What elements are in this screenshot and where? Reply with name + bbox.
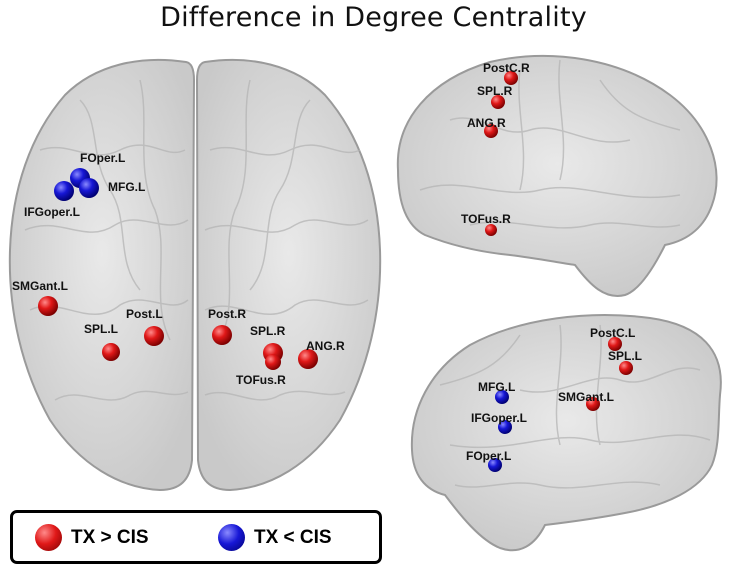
roi-label-foper-l: FOper.L <box>466 449 511 463</box>
red-node-icon <box>35 524 62 551</box>
roi-label-smgant-l: SMGant.L <box>558 390 614 404</box>
right-lateral-view <box>396 54 718 297</box>
roi-label-tofus-r: TOFus.R <box>461 212 511 226</box>
axial-left-hemisphere <box>8 58 196 492</box>
roi-label-post-r: Post.R <box>208 307 246 321</box>
legend-label-decrease: TX < CIS <box>254 526 332 548</box>
axial-right-hemisphere <box>195 58 382 492</box>
roi-label-mfg-l: MFG.L <box>108 180 145 194</box>
roi-node-tofus-r <box>485 224 497 236</box>
axial-nodes: FOper.L MFG.L IFGoper.L SMGant.L SPL.L Post.L… <box>12 151 345 387</box>
roi-label-spl-r: SPL.R <box>477 84 513 98</box>
roi-node-smgant-l <box>38 296 58 316</box>
roi-node-postc-l <box>608 337 622 351</box>
roi-node-ifgoper-l <box>498 420 512 434</box>
roi-node-smgant-l <box>586 397 600 411</box>
left-lateral-nodes: PostC.L SPL.L SMGant.L MFG.L IFGoper.L FOper.… <box>466 326 642 472</box>
roi-node-mfg-l <box>495 390 509 404</box>
legend-item-increase: TX > CIS <box>35 524 149 551</box>
roi-label-post-l: Post.L <box>126 307 163 321</box>
roi-label-spl-r: SPL.R <box>250 324 286 338</box>
roi-label-postc-r: PostC.R <box>483 61 530 75</box>
left-lateral-brain <box>410 314 722 552</box>
roi-node-foper-l <box>488 458 502 472</box>
roi-node-post-r <box>212 325 232 345</box>
roi-label-ang-r: ANG.R <box>467 116 506 130</box>
right-lateral-brain <box>396 54 718 297</box>
roi-node-ang-r <box>484 124 498 138</box>
roi-label-mfg-l: MFG.L <box>478 380 515 394</box>
roi-node-ifgoper-l <box>54 181 74 201</box>
roi-label-postc-l: PostC.L <box>590 326 635 340</box>
roi-node-spl-l <box>102 343 120 361</box>
roi-node-ang-r <box>298 349 318 369</box>
roi-label-foper-l: FOper.L <box>80 151 125 165</box>
right-lateral-nodes: PostC.R SPL.R ANG.R TOFus.R <box>461 61 530 236</box>
legend: TX > CIS TX < CIS <box>10 510 382 564</box>
roi-label-tofus-r: TOFus.R <box>236 373 286 387</box>
roi-node-tofus-r <box>265 354 281 370</box>
left-lateral-view <box>410 314 722 552</box>
roi-node-mfg-l <box>79 178 99 198</box>
legend-item-decrease: TX < CIS <box>218 524 332 551</box>
roi-node-postc-r <box>504 71 518 85</box>
axial-view <box>8 58 382 492</box>
roi-label-spl-l: SPL.L <box>608 349 642 363</box>
roi-label-ang-r: ANG.R <box>306 339 345 353</box>
roi-label-ifgoper-l: IFGoper.L <box>471 411 527 425</box>
blue-node-icon <box>218 524 245 551</box>
figure-title: Difference in Degree Centrality <box>160 2 587 33</box>
legend-label-increase: TX > CIS <box>71 526 149 548</box>
roi-label-smgant-l: SMGant.L <box>12 279 68 293</box>
roi-label-spl-l: SPL.L <box>84 322 118 336</box>
roi-node-spl-r <box>491 95 505 109</box>
roi-node-post-l <box>144 326 164 346</box>
roi-label-ifgoper-l: IFGoper.L <box>24 205 80 219</box>
roi-node-spl-l <box>619 361 633 375</box>
